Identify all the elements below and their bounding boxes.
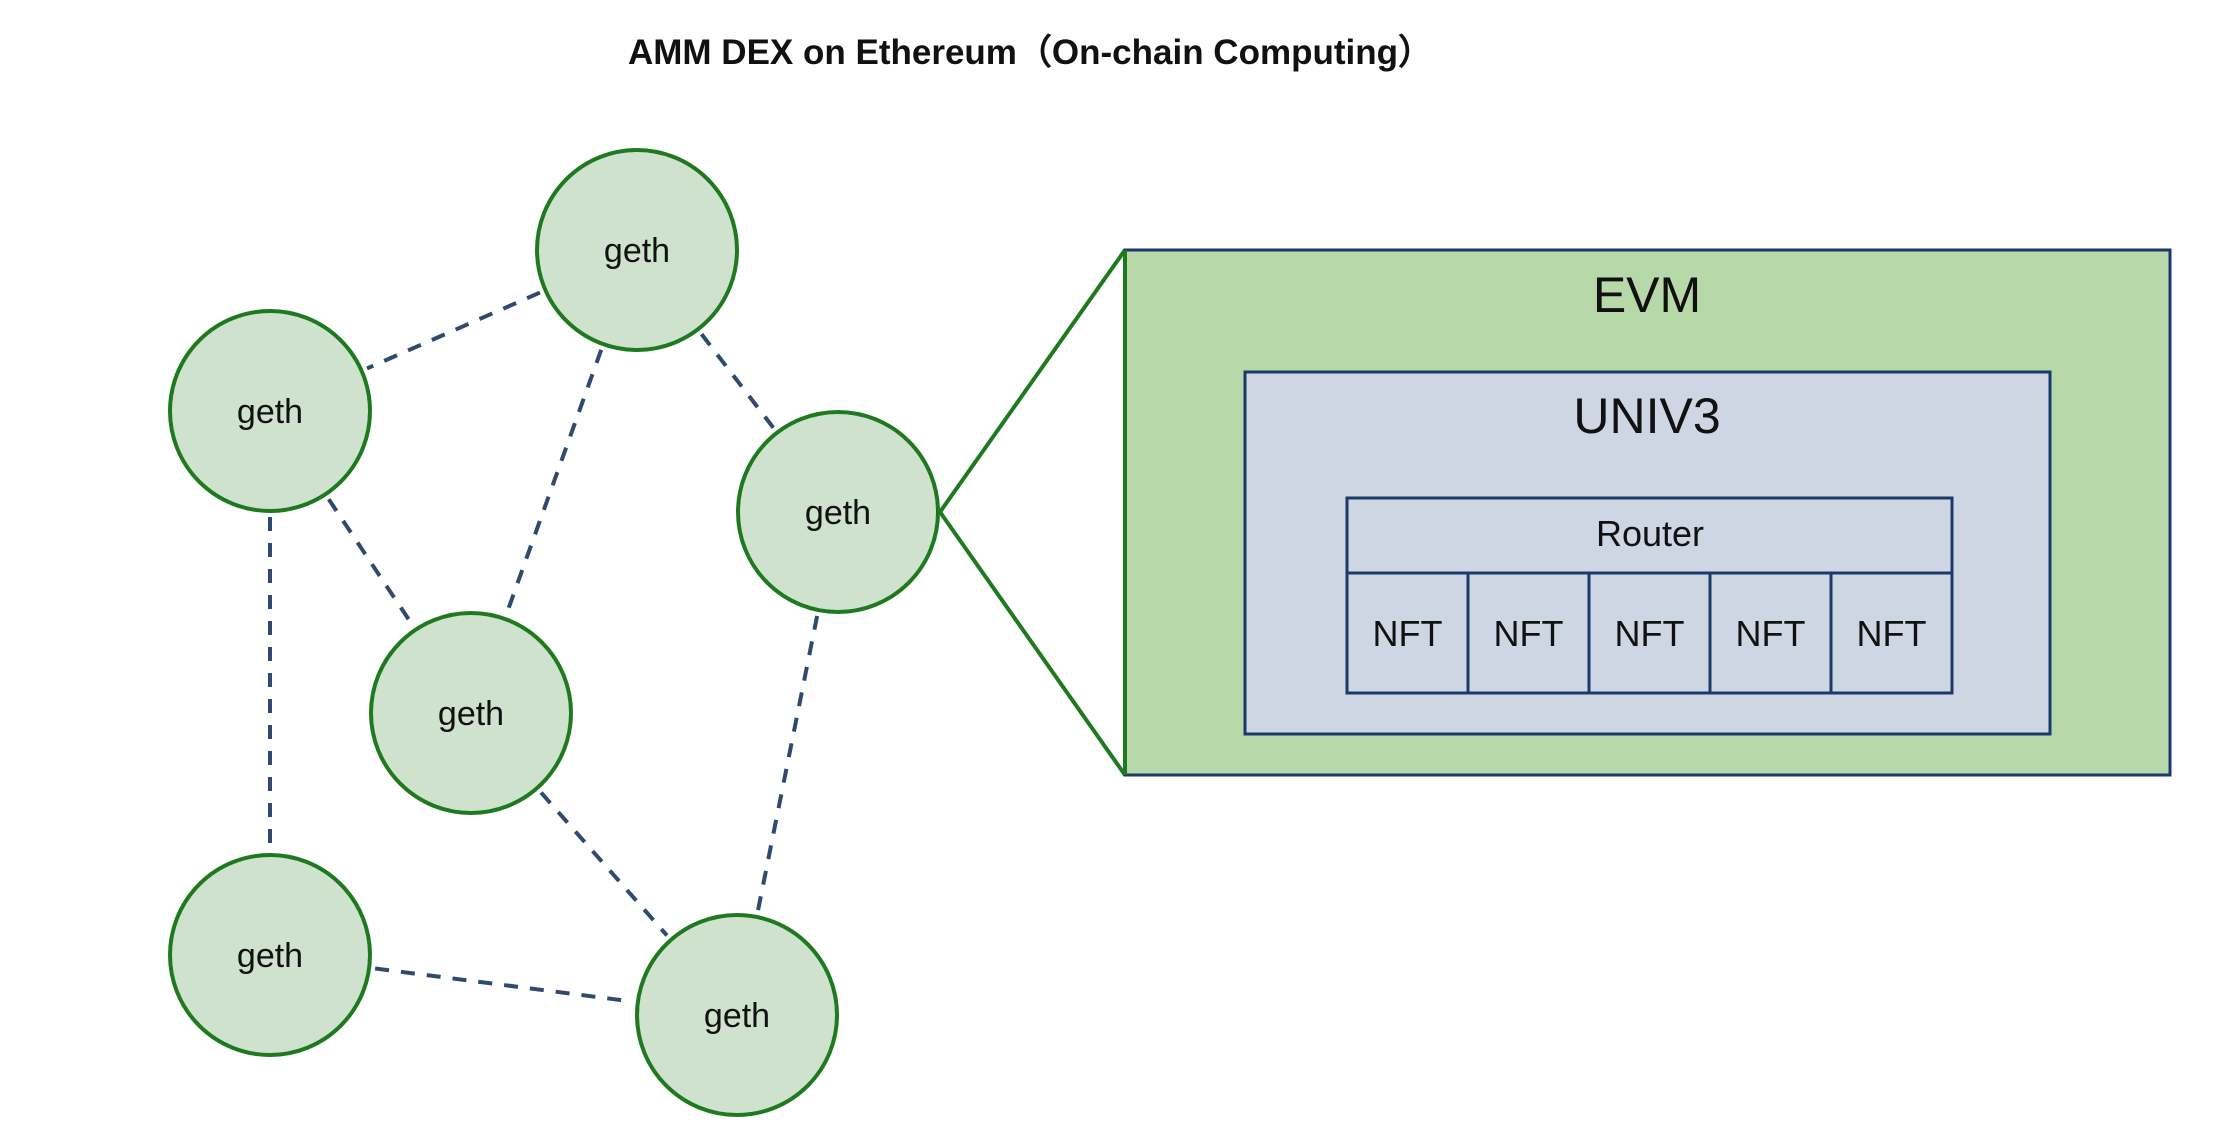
geth-node-label: geth [237, 937, 303, 975]
edge-n1-n2 [366, 290, 541, 371]
nft-label-2: NFT [1494, 613, 1564, 654]
edge-n5-n6 [374, 966, 633, 1004]
geth-node-label: geth [805, 494, 871, 532]
network-nodes: geth geth geth geth geth geth [168, 148, 940, 1117]
nft-cell-4 [1708, 571, 1833, 695]
edge-n2-n4 [327, 498, 414, 626]
geth-node-circle [369, 611, 573, 815]
geth-node-3: geth [736, 410, 940, 614]
geth-node-label: geth [237, 393, 303, 431]
nft-cell-5 [1829, 571, 1954, 695]
geth-node-5: geth [168, 853, 372, 1057]
geth-node-circle [736, 410, 940, 614]
geth-node-2: geth [168, 309, 372, 513]
zoom-line-top [938, 248, 1127, 514]
edge-n1-n3 [699, 332, 776, 430]
diagram-title: AMM DEX on Ethereum（On-chain Computing） [628, 33, 1433, 72]
geth-node-1: geth [535, 148, 739, 352]
nft-label-1: NFT [1373, 613, 1443, 654]
nft-cell-1 [1345, 571, 1470, 695]
nft-label-4: NFT [1736, 613, 1806, 654]
geth-node-label: geth [704, 997, 770, 1035]
router-label: Router [1596, 513, 1704, 554]
nft-row: NFT NFT NFT NFT NFT [1345, 571, 1954, 695]
geth-node-circle [535, 148, 739, 352]
zoom-line-bottom [938, 510, 1127, 777]
network-edges [268, 290, 820, 1004]
edge-n3-n6 [755, 615, 820, 912]
geth-node-circle [168, 309, 372, 513]
geth-node-circle [635, 913, 839, 1117]
nft-cell-3 [1587, 571, 1712, 695]
edge-n4-n6 [539, 791, 669, 937]
edge-n1-n4 [504, 349, 604, 614]
geth-node-label: geth [604, 232, 670, 270]
nft-label-3: NFT [1615, 613, 1685, 654]
geth-node-circle [168, 853, 372, 1057]
nft-label-5: NFT [1857, 613, 1927, 654]
evm-label: EVM [1593, 267, 1701, 323]
geth-node-label: geth [438, 695, 504, 733]
univ3-label: UNIV3 [1573, 388, 1720, 444]
geth-node-6: geth [635, 913, 839, 1117]
geth-node-4: geth [369, 611, 573, 815]
